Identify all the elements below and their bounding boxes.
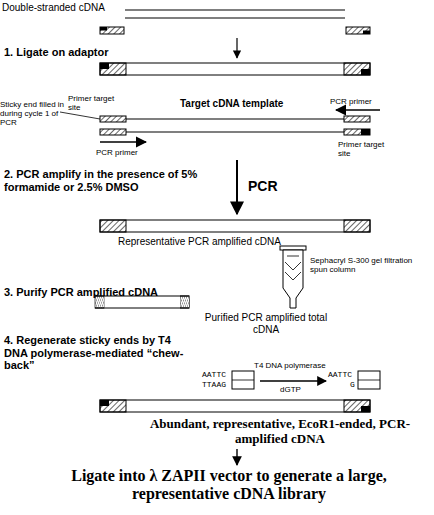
product-label: Purified PCR amplified total cDNA xyxy=(196,312,336,335)
adaptor xyxy=(346,27,370,34)
amplified-cdna xyxy=(100,220,370,232)
ecor1-ended-cdna xyxy=(100,400,370,412)
cdna-end xyxy=(232,371,254,389)
sequence-label: TTAAG xyxy=(202,380,234,389)
nucleotide-label: dGTP xyxy=(280,385,320,394)
template-label: Target cDNA template xyxy=(180,98,310,110)
primer-target-site xyxy=(100,116,126,122)
primer-arrow xyxy=(100,141,146,143)
template-strand xyxy=(126,131,344,132)
product-label: Representative PCR amplified cDNA xyxy=(118,236,318,248)
step-label: 1. Ligate on adaptor xyxy=(4,46,134,59)
sequence-label: G xyxy=(350,380,360,389)
cdna-label: Double-stranded cDNA xyxy=(2,2,124,14)
sticky-end xyxy=(361,129,370,135)
step-arrow xyxy=(236,38,237,58)
site-label: Primer target site xyxy=(338,140,398,158)
callout-label: Sticky end filled in during cycle 1 of P… xyxy=(0,100,66,128)
primer-label: PCR primer xyxy=(330,97,400,106)
pcr-arrow xyxy=(236,160,238,214)
cdna-end xyxy=(358,380,380,381)
sequence-label: AATTC xyxy=(328,370,360,379)
primer-target-site xyxy=(344,116,370,122)
leader-line xyxy=(60,112,100,119)
site-label: Primer target site xyxy=(68,94,118,112)
sequence-label: AATTC xyxy=(202,370,234,379)
enzyme-label: T4 DNA polymerase xyxy=(254,361,344,370)
cdna-end xyxy=(232,380,254,381)
primer-target-site xyxy=(100,129,126,135)
primer-target-site xyxy=(344,129,370,135)
cdna-strand xyxy=(125,17,345,18)
step-arrow xyxy=(236,449,237,465)
step-label: 2. PCR amplify in the presence of 5% for… xyxy=(4,168,209,193)
spin-column xyxy=(280,246,306,308)
product-label: Abundant, representative, EcoR1-ended, P… xyxy=(130,417,430,447)
outcome-label: Ligate into λ ZAPII vector to generate a… xyxy=(26,467,432,504)
reaction-arrow xyxy=(260,380,326,381)
primer-arrow xyxy=(336,109,380,111)
adaptor xyxy=(100,27,124,34)
column-label: Sephacryl S-300 gel filtration spun colu… xyxy=(310,256,422,274)
cdna-end xyxy=(358,371,380,389)
ligated-cdna xyxy=(100,63,370,75)
sticky-end xyxy=(100,27,107,31)
cdna-strand xyxy=(125,9,345,10)
step-label: 3. Purify PCR amplified cDNA xyxy=(4,286,174,299)
sticky-end xyxy=(363,31,370,35)
primer-label: PCR primer xyxy=(96,148,166,157)
template-strand xyxy=(126,118,344,119)
pcr-label: PCR xyxy=(248,178,308,194)
step-label: 4. Regenerate sticky ends by T4 DNA poly… xyxy=(4,334,196,372)
